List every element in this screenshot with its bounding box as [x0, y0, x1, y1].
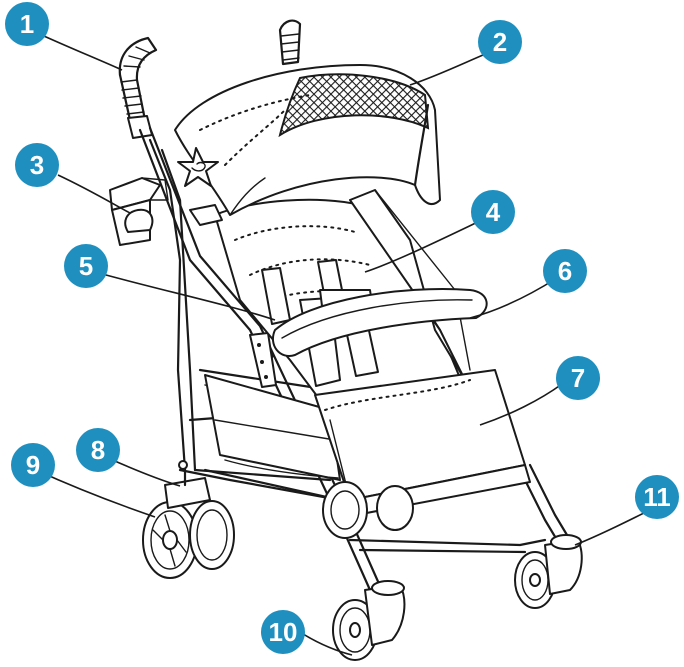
svg-text:9: 9 — [26, 450, 40, 480]
front-wheel-right — [515, 535, 582, 608]
callout-11: 11 — [635, 475, 679, 519]
leader-1 — [35, 32, 122, 70]
svg-text:2: 2 — [493, 27, 507, 57]
svg-text:10: 10 — [269, 617, 298, 647]
front-wheel-left — [333, 581, 404, 660]
callout-1: 1 — [5, 2, 49, 46]
svg-text:1: 1 — [20, 9, 34, 39]
callout-2: 2 — [478, 20, 522, 64]
svg-text:3: 3 — [30, 150, 44, 180]
svg-text:8: 8 — [91, 435, 105, 465]
callout-5: 5 — [64, 244, 108, 288]
right-handle — [280, 21, 300, 64]
callout-3: 3 — [15, 143, 59, 187]
callout-4: 4 — [471, 190, 515, 234]
callout-7: 7 — [556, 356, 600, 400]
callout-6: 6 — [543, 249, 587, 293]
svg-text:11: 11 — [643, 482, 671, 512]
left-handle — [120, 38, 156, 138]
rear-wheels — [143, 470, 234, 578]
callout-9: 9 — [11, 443, 55, 487]
leader-2 — [410, 50, 495, 85]
callout-10: 10 — [261, 610, 305, 654]
callout-8: 8 — [76, 428, 120, 472]
svg-text:6: 6 — [558, 256, 572, 286]
svg-text:4: 4 — [486, 197, 501, 227]
cup-holder — [110, 178, 168, 245]
svg-text:5: 5 — [79, 251, 93, 281]
stroller-illustration — [110, 21, 582, 660]
leader-8 — [108, 458, 180, 486]
svg-text:7: 7 — [571, 363, 585, 393]
leader-9 — [36, 470, 155, 517]
